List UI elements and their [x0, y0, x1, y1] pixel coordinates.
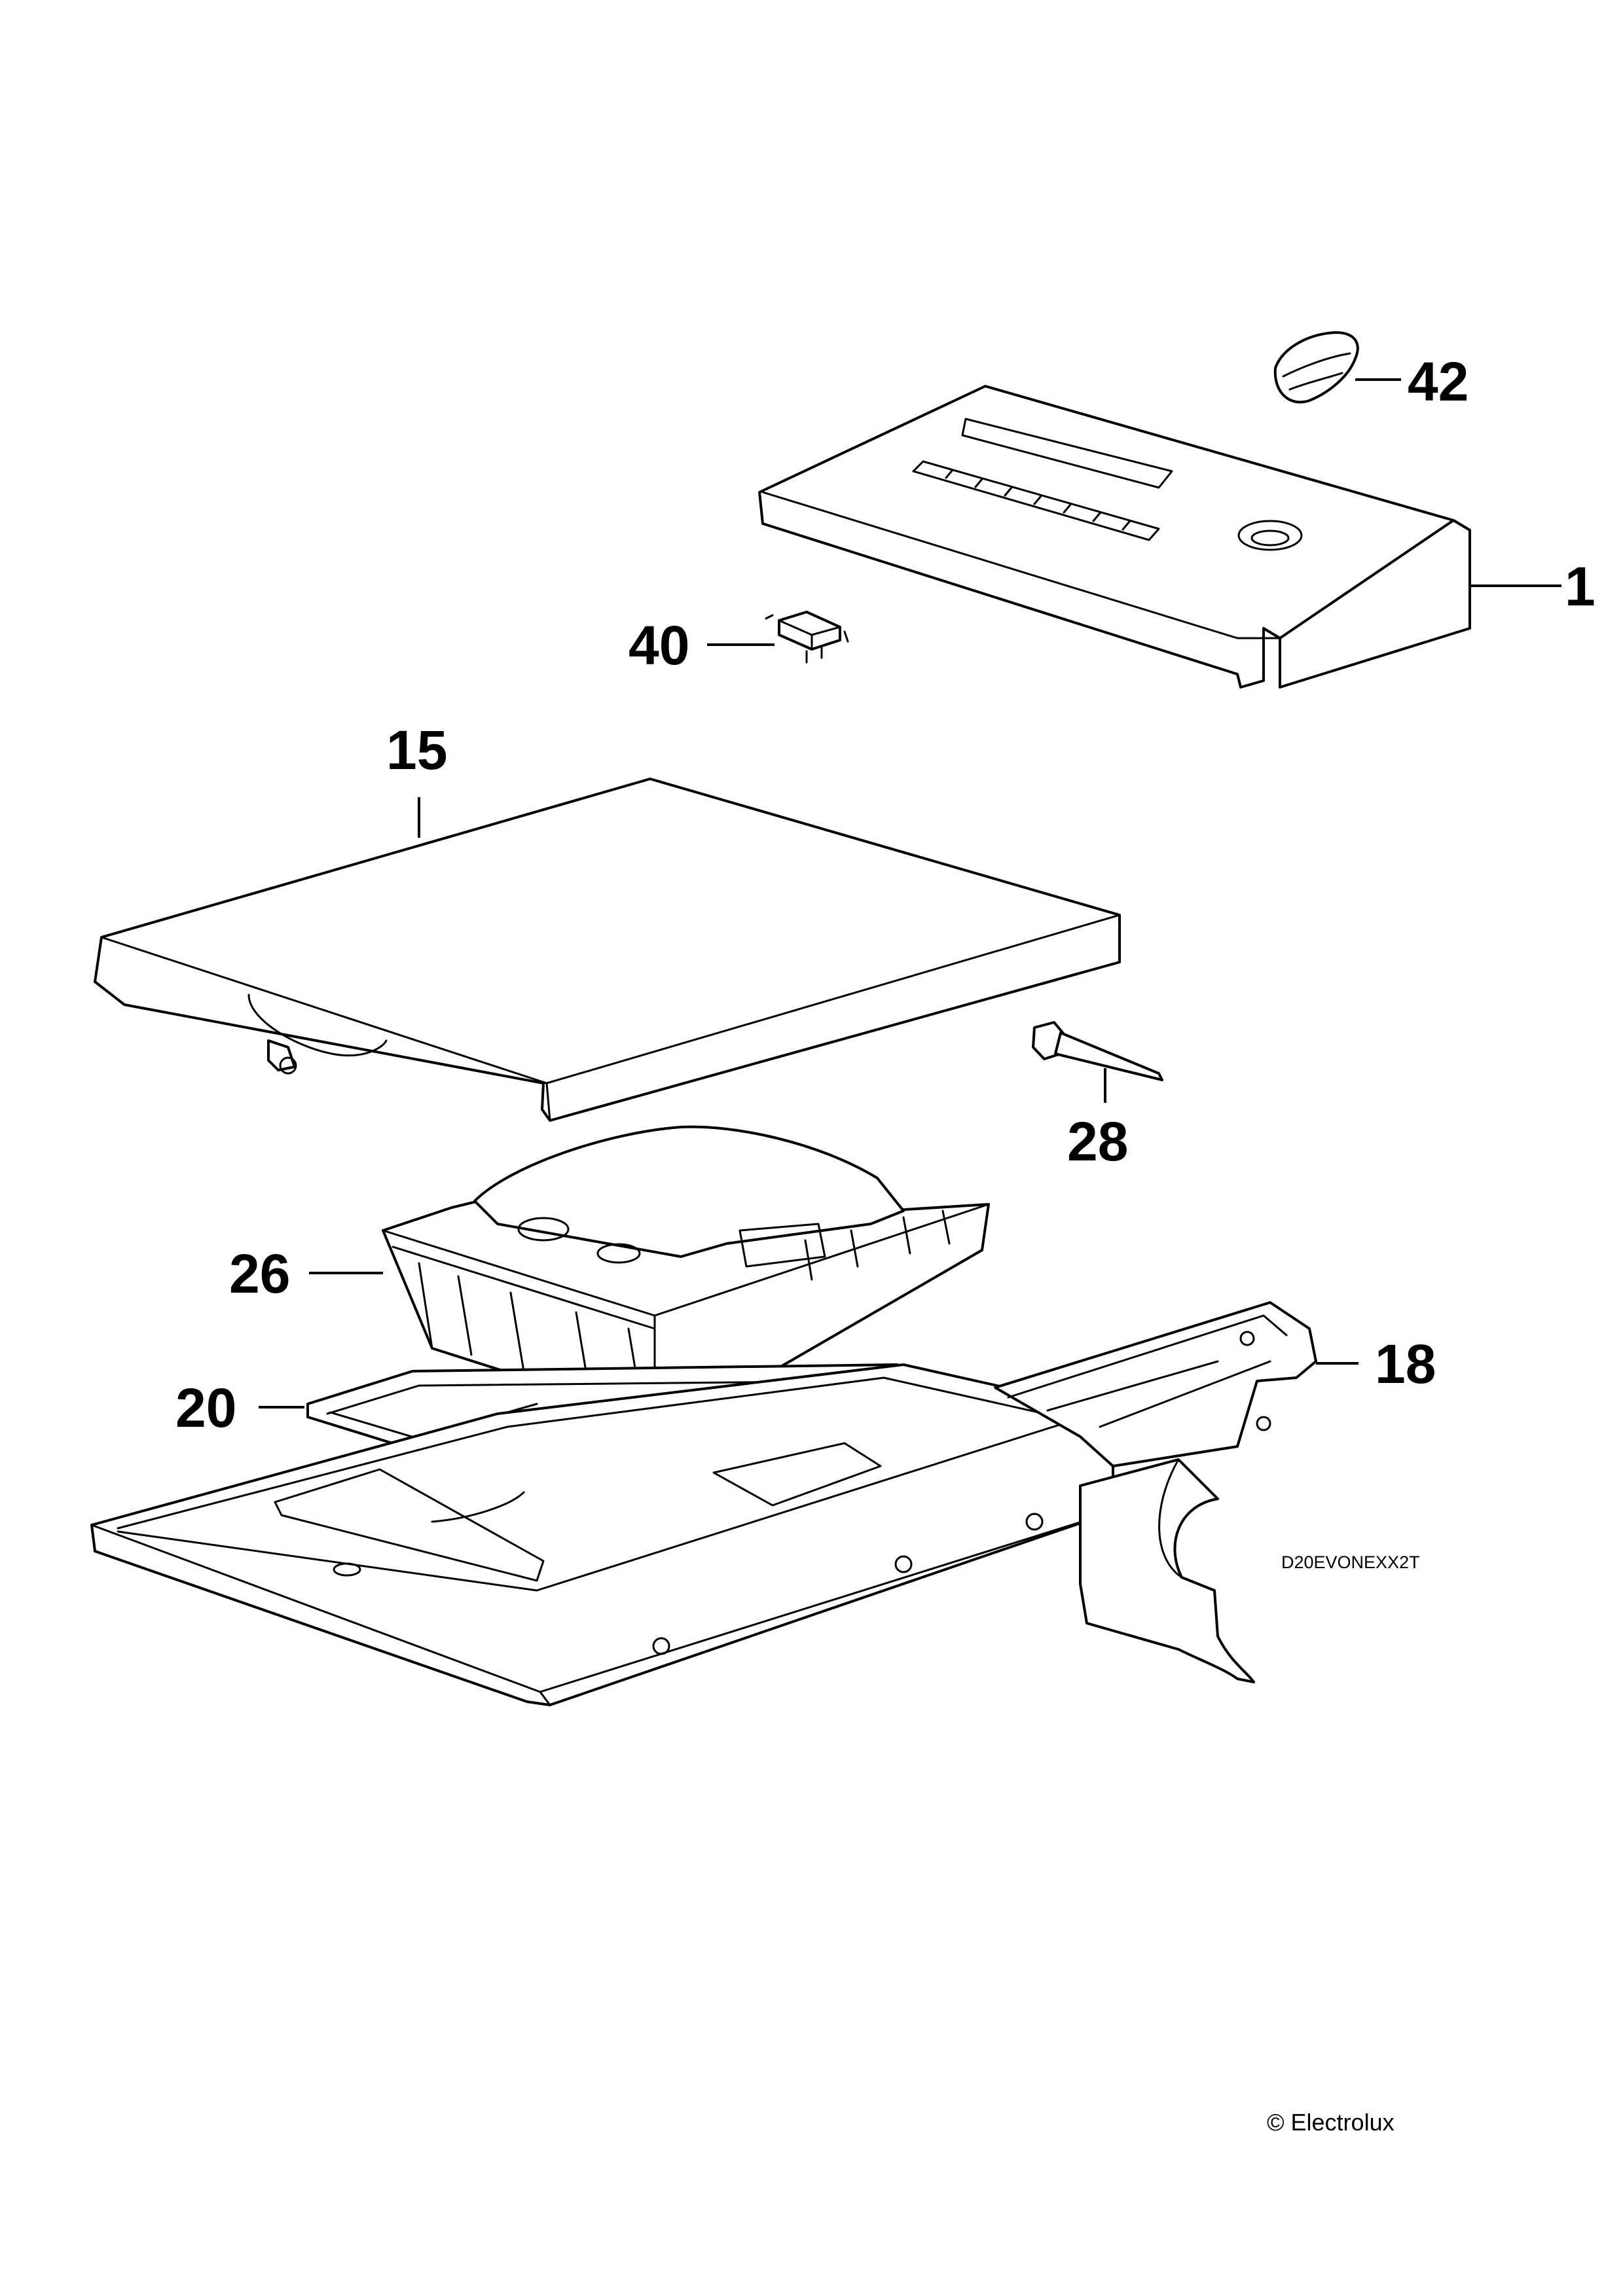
callout-20: 20	[175, 1377, 236, 1439]
part-18-drawer-housing	[90, 1301, 1317, 1706]
part-15-worktop	[94, 778, 1121, 1122]
callout-1: 1	[1565, 556, 1596, 617]
drawing-code: D20EVONEXX2T	[1281, 1552, 1420, 1572]
part-28-pin	[1032, 1021, 1163, 1081]
callout-28: 28	[1067, 1111, 1128, 1172]
callout-labels: 42 1 40 15 28 26 18 20	[175, 351, 1596, 1439]
part-26-dispenser-drawer	[382, 1125, 990, 1420]
callout-15: 15	[386, 719, 447, 781]
callout-40: 40	[629, 615, 689, 676]
part-1-control-panel	[758, 385, 1471, 689]
part-42-control-knob	[1273, 331, 1359, 404]
callout-26: 26	[229, 1243, 290, 1304]
copyright-notice: © Electrolux	[1267, 2109, 1395, 2136]
callout-42: 42	[1408, 351, 1468, 412]
callout-18: 18	[1375, 1333, 1436, 1395]
leader-lines	[259, 378, 1561, 1408]
part-40-clip	[765, 611, 849, 664]
